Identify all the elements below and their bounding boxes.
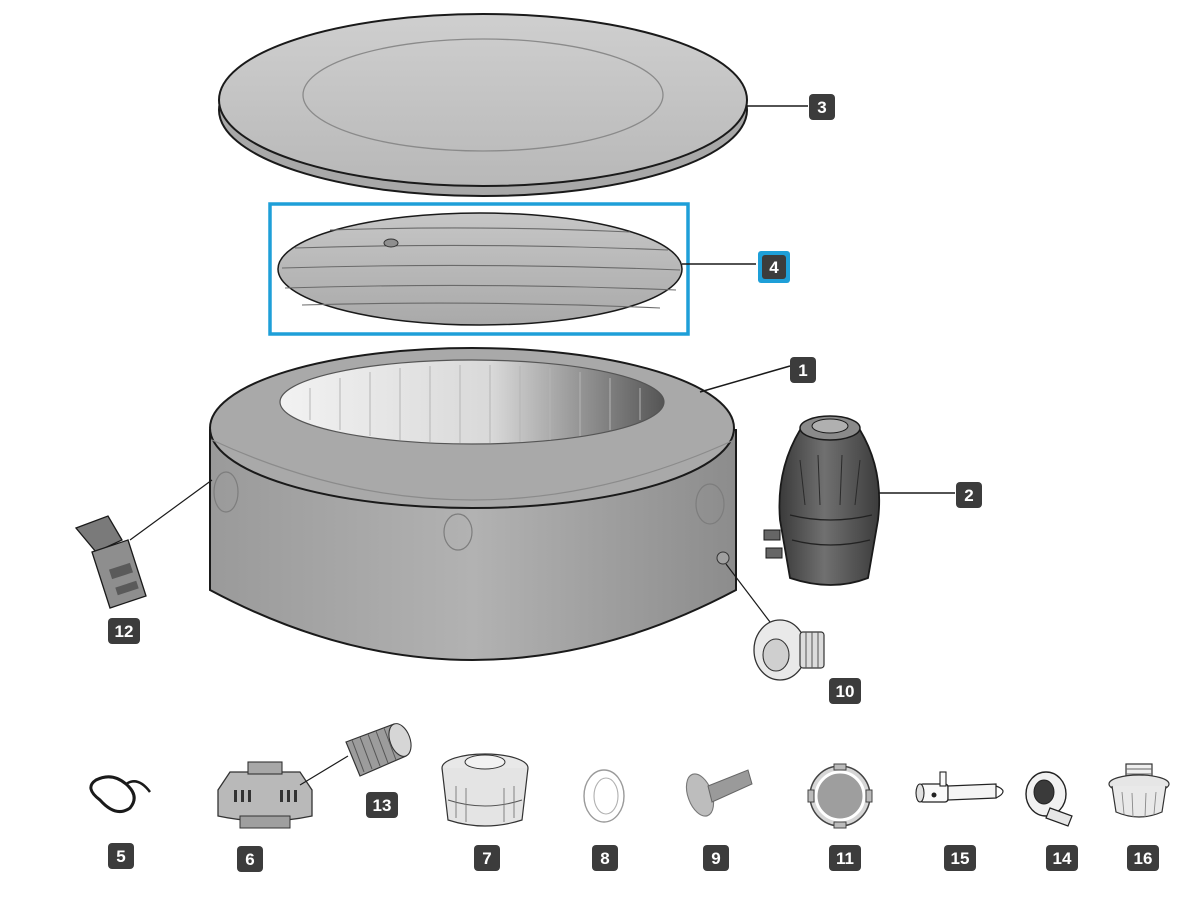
badge-part-5: 5 — [108, 843, 134, 869]
badge-part-3: 3 — [809, 94, 835, 120]
badge-part-7: 7 — [474, 845, 500, 871]
hose-illustration — [89, 775, 151, 814]
badge-part-2: 2 — [956, 482, 982, 508]
valve-adapter-illustration — [1025, 771, 1073, 827]
drain-cap-illustration — [807, 763, 873, 829]
highlight-frame — [268, 202, 690, 336]
air-valve-illustration — [753, 619, 825, 681]
badge-part-11: 11 — [829, 845, 861, 871]
cover-buckle-illustration — [74, 515, 147, 609]
badge-part-16: 16 — [1127, 845, 1159, 871]
part-badges: 3 4 1 2 12 10 13 5 — [108, 94, 1159, 872]
inflatable-lid-illustration — [268, 202, 756, 336]
filter-cartridge-illustration — [345, 723, 412, 777]
badge-label-2: 2 — [964, 486, 973, 505]
badge-label-12: 12 — [115, 622, 134, 641]
threaded-valve-illustration — [1108, 763, 1170, 818]
dispenser-illustration — [441, 753, 529, 827]
pump-unit-illustration — [763, 415, 955, 586]
badge-label-8: 8 — [600, 849, 609, 868]
badge-label-7: 7 — [482, 849, 491, 868]
badge-part-6: 6 — [237, 846, 263, 872]
badge-part-10: 10 — [829, 678, 861, 704]
spa-cover-illustration — [218, 13, 808, 197]
drain-connector-illustration — [685, 769, 753, 817]
badge-label-10: 10 — [836, 682, 855, 701]
pump-nozzle-illustration — [915, 771, 1004, 803]
badge-label-11: 11 — [836, 849, 854, 868]
badge-part-13: 13 — [366, 792, 398, 818]
badge-label-1: 1 — [798, 361, 807, 380]
adapter-ring-illustration — [583, 769, 625, 823]
badge-label-6: 6 — [245, 850, 254, 869]
badge-label-16: 16 — [1134, 849, 1153, 868]
badge-part-14: 14 — [1046, 845, 1078, 871]
spa-tub-illustration — [129, 347, 791, 661]
badge-label-4: 4 — [769, 258, 779, 277]
badge-label-14: 14 — [1053, 849, 1072, 868]
badge-part-9: 9 — [703, 845, 729, 871]
badge-part-12: 12 — [108, 618, 140, 644]
badge-label-15: 15 — [951, 849, 970, 868]
badge-part-4: 4 — [758, 251, 790, 283]
filter-housing-illustration — [217, 755, 349, 829]
badge-part-15: 15 — [944, 845, 976, 871]
badge-label-13: 13 — [373, 796, 392, 815]
badge-label-9: 9 — [711, 849, 720, 868]
badge-label-3: 3 — [817, 98, 826, 117]
badge-part-1: 1 — [790, 357, 816, 383]
badge-label-5: 5 — [116, 847, 125, 866]
badge-part-8: 8 — [592, 845, 618, 871]
